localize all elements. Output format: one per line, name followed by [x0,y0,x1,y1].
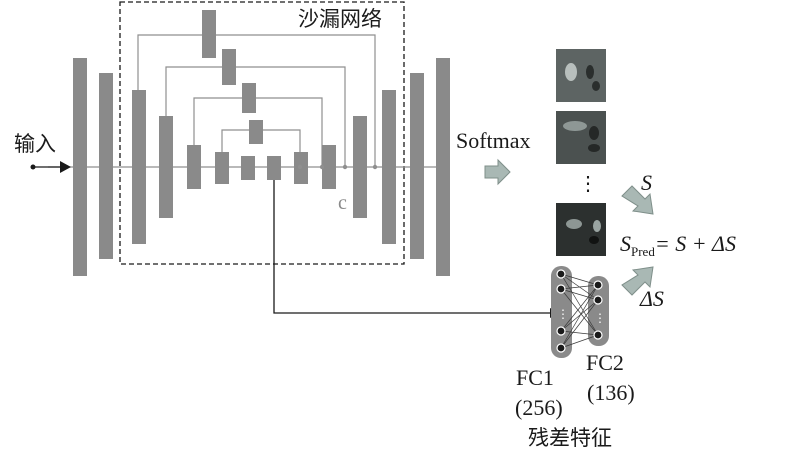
heatmap-ellipsis: ⋮ [578,173,598,195]
skip-block-4 [249,120,263,144]
heatmap-n [556,203,606,256]
heatmap-1 [556,49,606,102]
junction-dot [372,164,378,170]
encoder-bar-4 [215,152,229,184]
encoder-bar-1 [132,90,146,244]
skip-block-2 [222,49,236,85]
input-arrowhead [60,161,71,173]
delta-s-label: ΔS [639,286,664,311]
svg-text:⋮: ⋮ [594,311,606,325]
concat-label: c [338,192,347,214]
junction-dot [319,164,325,170]
junction-dot [297,164,303,170]
hourglass-title: 沙漏网络 [298,7,382,31]
svg-text:⋮: ⋮ [557,307,569,321]
bottleneck-bar-1 [241,156,255,180]
fc1-capsule [551,266,572,358]
outer-bar-left-1 [73,58,87,276]
bottleneck-bar-2 [267,156,281,180]
outer-bar-right-2 [436,58,450,276]
heatmap-2 [556,111,606,164]
input-label: 输入 [14,132,56,156]
junction-dot [342,164,348,170]
outer-bar-left-2 [99,73,113,259]
fc1-size: (256) [515,395,563,420]
skip-connection-3 [193,97,323,167]
fc1-label: FC1 [516,365,554,390]
fc2-label: FC2 [586,350,624,375]
decoder-bar-4 [382,90,396,244]
delta-s-arrow [621,266,654,296]
s-arrow [621,185,654,215]
skip-block-1 [202,10,216,58]
pred-lhs: S [620,231,631,256]
outer-bar-right-1 [410,73,424,259]
fc-network: ⋮ ⋮ [551,266,609,358]
skip-connection-1 [137,34,376,167]
skip-block-3 [242,83,256,113]
decoder-bar-3 [353,116,367,218]
decoder-bar-2 [322,145,336,189]
fc2-size: (136) [587,380,635,405]
encoder-bar-3 [187,145,201,189]
hourglass-box [119,1,405,265]
softmax-label: Softmax [456,128,531,153]
softmax-arrow [484,158,511,186]
encoder-bar-2 [159,116,173,218]
s-label: S [641,170,652,195]
residual-branch-line [273,180,550,314]
pred-subscript: Pred [631,244,655,259]
pred-equation: SPred= S + ΔS [620,231,736,259]
skip-connection-2 [165,66,346,167]
pred-rhs: = S + ΔS [655,231,736,256]
residual-label: 残差特征 [528,426,612,450]
